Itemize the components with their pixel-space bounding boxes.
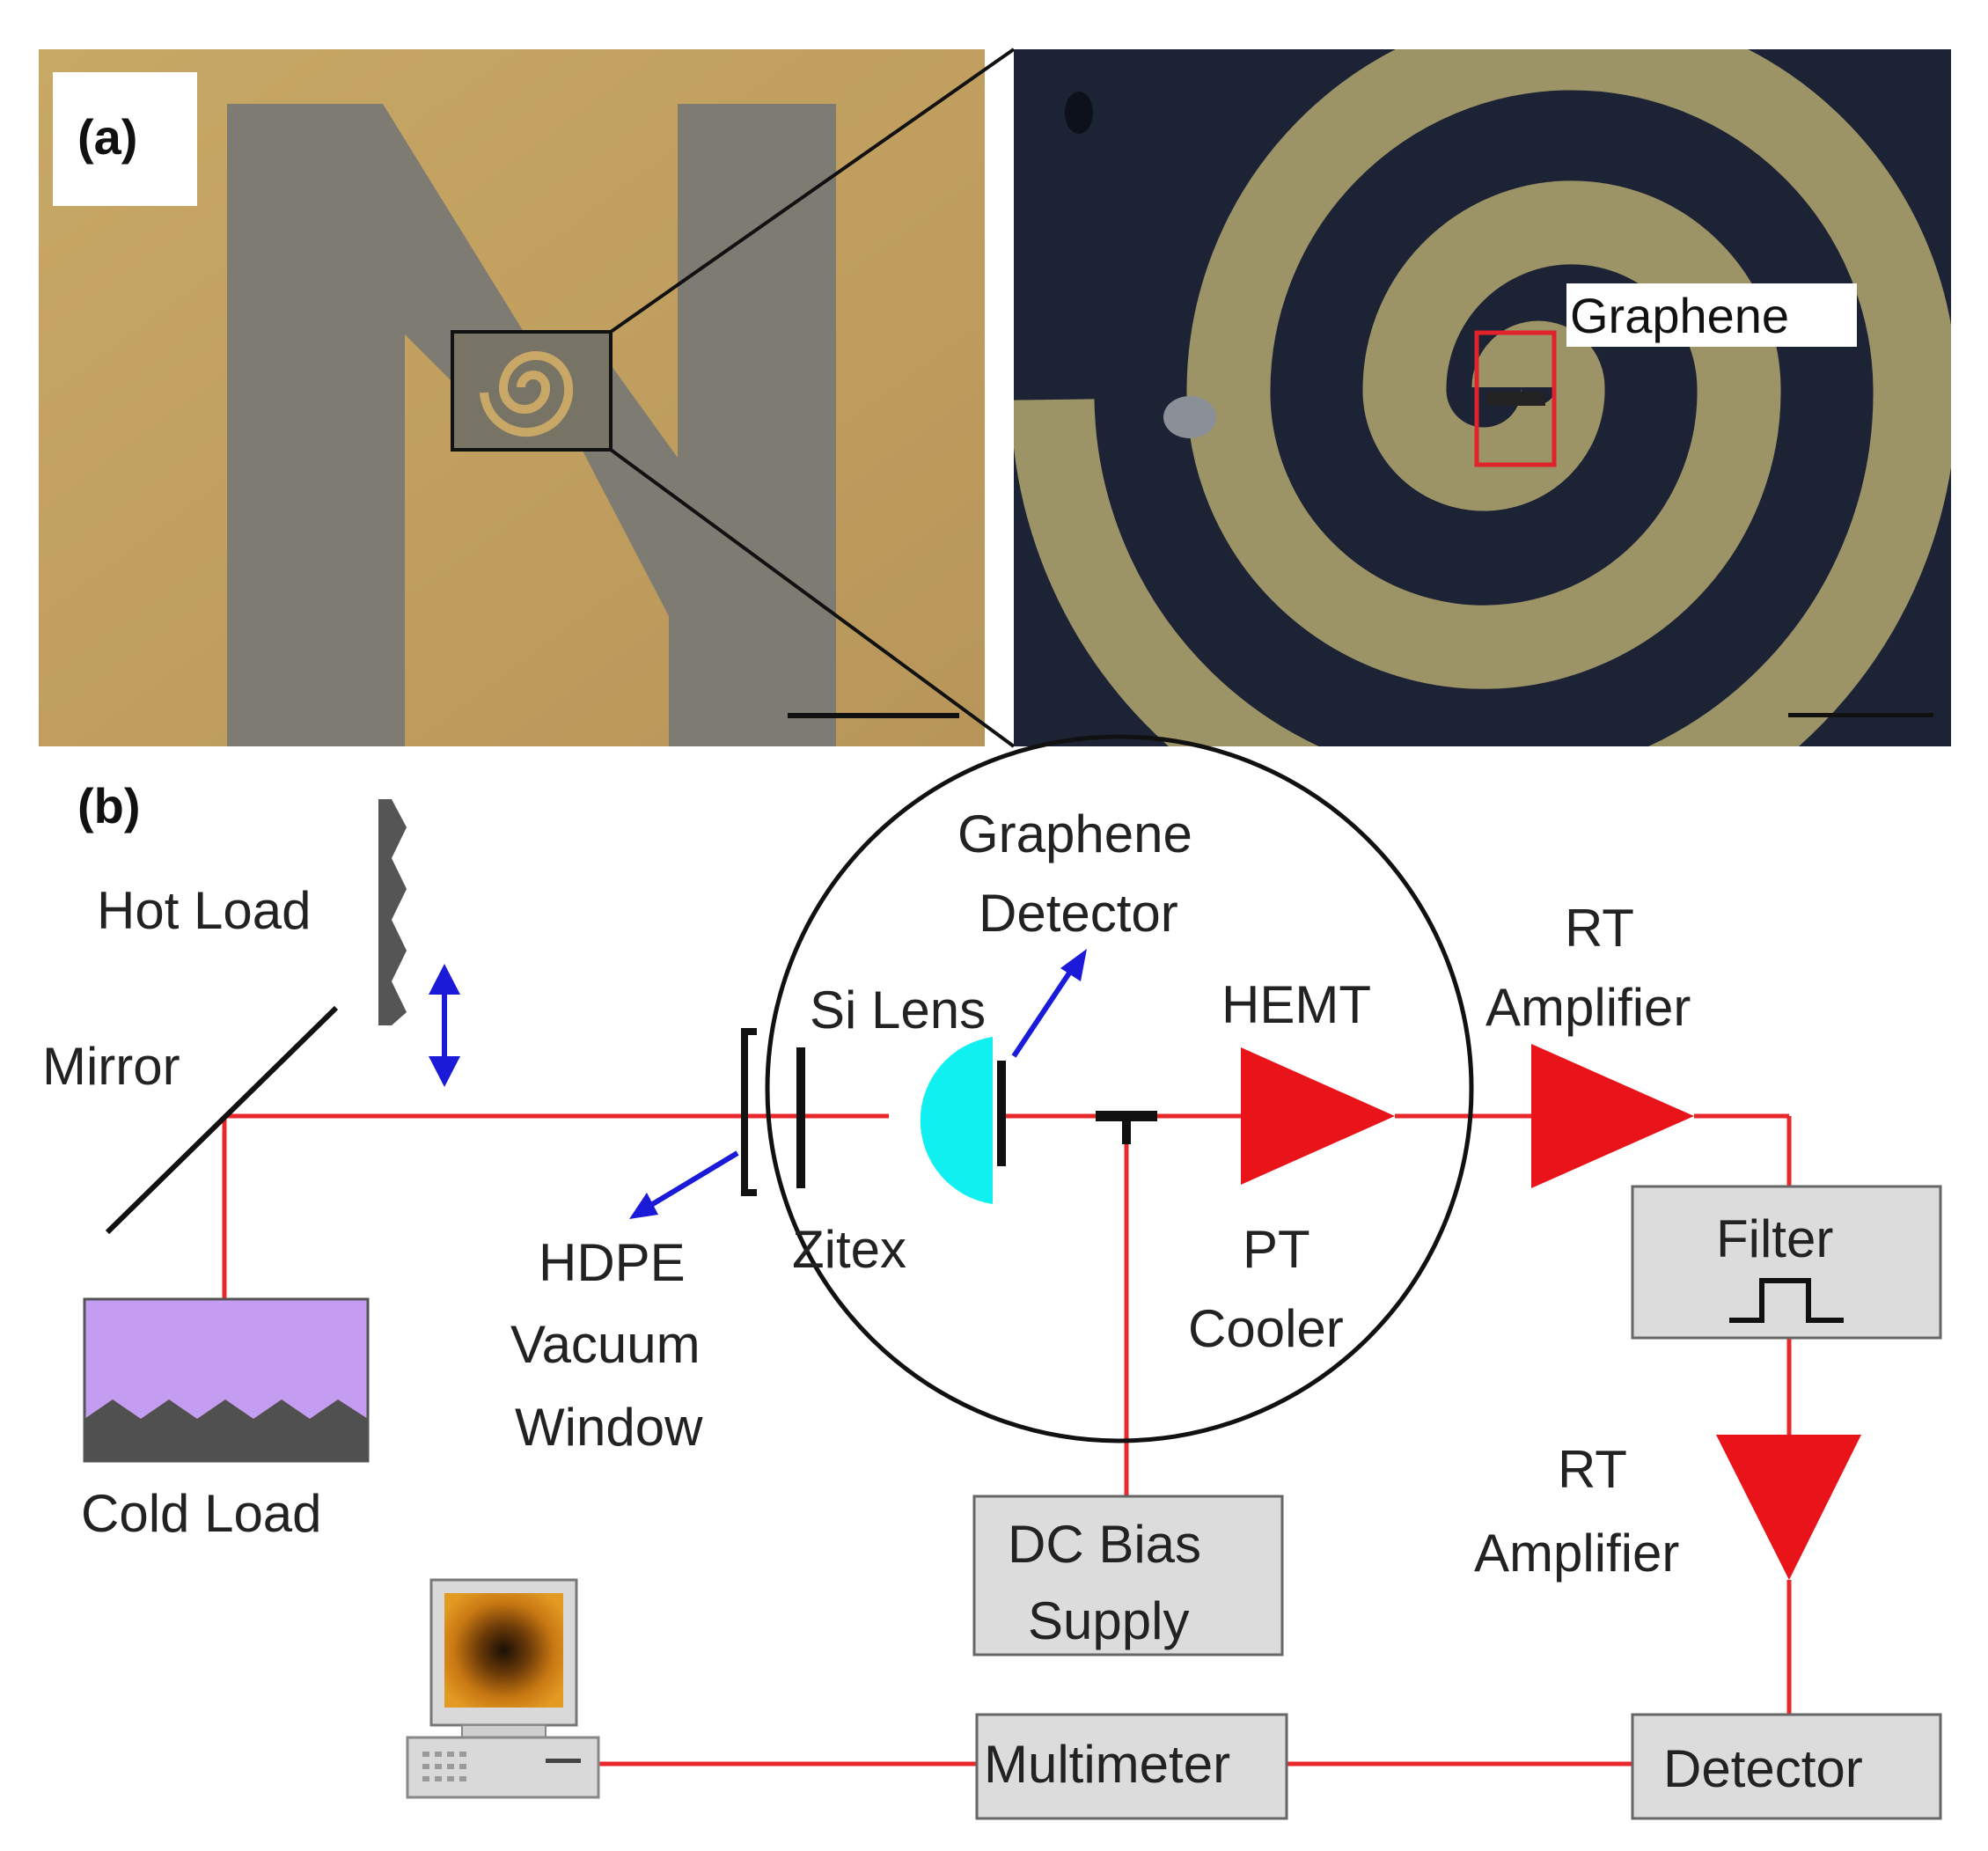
hemt-label: HEMT: [1221, 975, 1371, 1034]
si-lens-label: Si Lens: [810, 981, 986, 1039]
graphene-tag: Graphene: [1570, 288, 1789, 343]
panel-b-label: (b): [77, 778, 141, 834]
cold-load: [83, 1297, 370, 1463]
cryostat: [765, 734, 1474, 1443]
dc-bias-label-2: Supply: [1028, 1591, 1189, 1650]
panel-a-label: (a): [77, 109, 137, 165]
detector-box: [1631, 1713, 1942, 1820]
hdpe-label-3: Window: [515, 1398, 703, 1457]
pt-cooler-label-2: Cooler: [1188, 1299, 1344, 1358]
translation-arrow: [429, 964, 460, 1087]
multimeter-label: Multimeter: [984, 1735, 1230, 1794]
mini-spiral: [480, 351, 574, 437]
hdpe-label-2: Vacuum: [510, 1315, 701, 1374]
graphene-detector-label-2: Detector: [979, 884, 1178, 943]
dc-bias-supply-box: [972, 1495, 1284, 1656]
rt-amplifier-1-label-2: Amplifier: [1485, 978, 1691, 1037]
detector-label: Detector: [1663, 1739, 1863, 1798]
bandpass-icon: [1729, 1278, 1844, 1323]
hot-load: [378, 799, 407, 1025]
mirror-label: Mirror: [42, 1037, 180, 1096]
hemt-amplifier: [1241, 1047, 1395, 1185]
multimeter-box: [975, 1713, 1288, 1820]
right-electrode-pad: [563, 104, 836, 746]
mirror: [105, 1005, 339, 1235]
dc-bias-label-1: DC Bias: [1008, 1515, 1201, 1574]
micrograph-left: (a): [39, 49, 985, 746]
hdpe-label-1: HDPE: [539, 1233, 686, 1292]
spiral-antenna: [1014, 49, 1951, 746]
rt-amplifier-1: [1531, 1044, 1694, 1188]
rt-amplifier-1-label-1: RT: [1565, 899, 1634, 958]
micrograph-right: Graphene: [1014, 49, 1951, 746]
left-electrode-pad: [227, 104, 528, 746]
computer-icon: [406, 1578, 600, 1799]
filter-box: [1631, 1185, 1942, 1340]
hdpe-window: [741, 1028, 757, 1196]
cold-load-label: Cold Load: [81, 1484, 322, 1543]
bias-tee: [1096, 1111, 1157, 1144]
rt-amplifier-2-label-2: Amplifier: [1474, 1524, 1679, 1583]
filter-label: Filter: [1716, 1209, 1833, 1268]
zitex-label: Zitex: [792, 1220, 906, 1279]
graphene-detector-label-1: Graphene: [957, 804, 1192, 863]
pt-cooler-label-1: PT: [1243, 1220, 1310, 1279]
hot-load-label: Hot Load: [97, 881, 312, 940]
signal-lines: [222, 1113, 1792, 1767]
si-lens: [920, 1037, 993, 1204]
rt-amplifier-2: [1716, 1435, 1861, 1580]
rt-amplifier-2-label-1: RT: [1558, 1440, 1627, 1499]
